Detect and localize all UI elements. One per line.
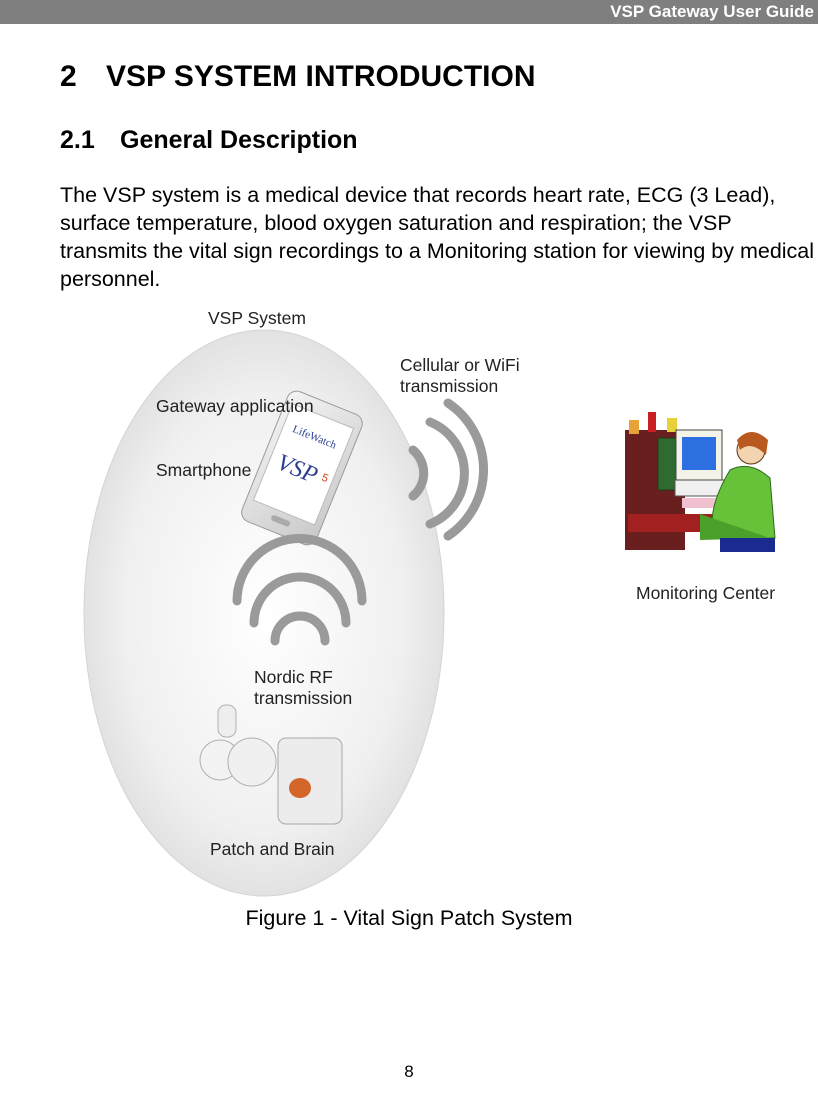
figure-illustration: LifeWatch VSP 5 xyxy=(83,329,776,897)
patch-brain-image xyxy=(199,704,343,825)
page-number: 8 xyxy=(404,1062,414,1081)
phone-version: 5 xyxy=(320,472,330,485)
nordic-rf-waves-icon xyxy=(232,534,367,646)
cellular-wifi-label-line2: transmission xyxy=(400,376,499,396)
section-number: 2 xyxy=(60,60,77,93)
section-title: VSP SYSTEM INTRODUCTION xyxy=(106,60,536,93)
subsection-number: 2.1 xyxy=(60,126,95,154)
body-paragraph: The VSP system is a medical device that … xyxy=(60,183,815,291)
figure-caption: Figure 1 - Vital Sign Patch System xyxy=(245,906,573,930)
nordic-rf-label-line1: Nordic RF xyxy=(254,667,333,687)
nordic-rf-label-line2: transmission xyxy=(254,688,353,708)
gateway-application-label: Gateway application xyxy=(156,396,314,416)
patch-brain-label: Patch and Brain xyxy=(210,839,335,859)
monitoring-center-image xyxy=(625,412,776,552)
monitoring-center-label: Monitoring Center xyxy=(636,583,776,603)
cellular-wifi-label-line1: Cellular or WiFi xyxy=(400,355,520,375)
system-figure: LifeWatch VSP 5 xyxy=(80,300,818,900)
cellular-wifi-waves-icon xyxy=(408,398,489,541)
section-heading: 2 VSP SYSTEM INTRODUCTION xyxy=(60,60,536,94)
nordic-rf-label: Nordic RF transmission xyxy=(254,667,352,709)
vsp-system-ellipse xyxy=(83,329,445,897)
vsp-system-label: VSP System xyxy=(208,308,306,328)
header-title: VSP Gateway User Guide xyxy=(610,2,814,21)
smartphone-image: LifeWatch VSP 5 xyxy=(241,390,363,546)
subsection-title: General Description xyxy=(120,126,358,154)
subsection-heading: 2.1 General Description xyxy=(60,126,358,155)
header-bar: VSP Gateway User Guide xyxy=(0,0,818,24)
cellular-wifi-label: Cellular or WiFi transmission xyxy=(400,355,520,397)
smartphone-label: Smartphone xyxy=(156,460,252,480)
